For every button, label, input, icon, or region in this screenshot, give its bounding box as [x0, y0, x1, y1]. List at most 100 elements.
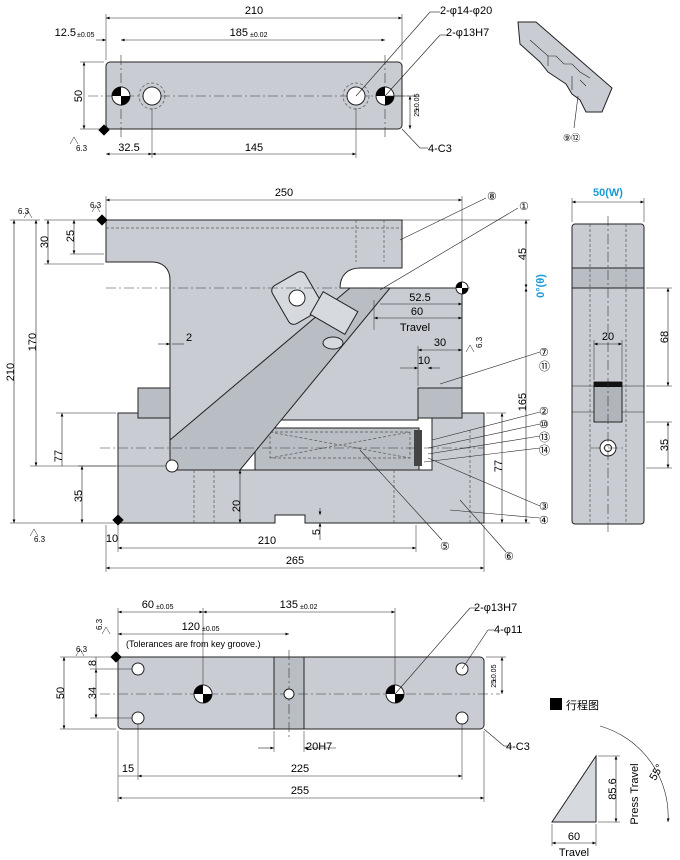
dim-side-w: (W): [605, 187, 623, 199]
callout-top-cbore: 2-φ14-φ20: [440, 5, 492, 17]
dim-top-185-tol: ±0.02: [250, 32, 268, 39]
callout-top-4c3: 4-C3: [428, 143, 452, 155]
bolt-hole: [131, 711, 145, 725]
balloon-2: ②: [539, 406, 549, 418]
dim-front-265: 265: [286, 555, 304, 567]
balloon-8: ⑧: [487, 191, 497, 203]
dim-bottom-225: 225: [291, 763, 309, 775]
balloon-1: ①: [519, 201, 529, 213]
bolt-hole: [131, 662, 145, 676]
dim-side-50: 50(W): [593, 187, 623, 199]
dim-front-20: 20: [231, 500, 243, 512]
stroke-travel-value: 60: [568, 831, 580, 843]
dim-bottom-255: 255: [291, 785, 309, 797]
bolt-hole: [455, 711, 469, 725]
dim-top-210: 210: [245, 5, 263, 17]
dim-front-5: 5: [311, 529, 323, 535]
front-view: 250 6.3 6.3 30 25 45 52.5 60 Travel 0°(θ…: [5, 187, 550, 572]
dim-bottom-25: 25: [491, 680, 498, 688]
dim-bottom-60: 60: [142, 599, 154, 611]
roughness-front-4: 6.3: [34, 535, 46, 544]
dim-front-10: 10: [418, 355, 430, 367]
detail-balloons: ⑨⑫: [563, 133, 580, 143]
stroke-angle: 55°: [648, 762, 667, 782]
roughness-bottom-1: 6.3: [95, 618, 104, 630]
dim-bottom-20h7: 20H7: [306, 741, 332, 753]
dim-top-50: 50: [73, 90, 85, 102]
dim-side-35: 35: [659, 439, 671, 451]
callout-bottom-4c3: 4-C3: [506, 741, 530, 753]
roughness-front-3: 6.3: [475, 336, 484, 348]
dim-bottom-60-tol: ±0.05: [156, 604, 174, 611]
dowel-mark: [111, 86, 131, 106]
dim-bottom-25-tol: ±0.05: [491, 664, 498, 682]
dim-front-30: 30: [39, 236, 51, 248]
lock-handle: [271, 271, 359, 350]
dowel-mark: [193, 684, 213, 704]
balloon-5: ⑤: [440, 541, 450, 553]
dim-front-45: 45: [517, 248, 529, 260]
dim-front-210-v: 210: [5, 363, 17, 381]
bottom-view: 60 ±0.05 135 ±0.02 120 ±0.05 (Tolerances…: [55, 599, 530, 802]
roughness-front-2: 6.3: [18, 207, 30, 216]
dim-top-12-5-tol: ±0.05: [77, 32, 95, 39]
balloon-7: ⑦: [539, 347, 549, 359]
stroke-press-value: 85.6: [607, 778, 619, 799]
stroke-triangle: [551, 754, 597, 823]
dim-front-210-h: 210: [258, 535, 276, 547]
dim-front-77-right: 77: [493, 460, 505, 472]
dim-bottom-34: 34: [87, 687, 99, 699]
dim-top-145: 145: [245, 142, 263, 154]
balloon-4: ④: [539, 515, 549, 527]
note-tolerance-from-key: (Tolerances are from key groove.): [126, 639, 261, 649]
dim-front-10b: 10: [106, 533, 118, 545]
dim-front-30b: 30: [434, 337, 446, 349]
label-front-angle: 0°(θ): [535, 274, 547, 298]
legend-square: [550, 698, 562, 710]
dim-front-35: 35: [73, 490, 85, 502]
dim-bottom-135: 135: [280, 599, 298, 611]
dim-top-185: 185: [230, 27, 248, 39]
stroke-press-label: Press Travel: [629, 763, 641, 824]
dim-top-25: 25: [414, 109, 421, 117]
dim-bottom-15: 15: [122, 763, 134, 775]
dim-front-2: 2: [186, 332, 192, 344]
counterbore-hole: [142, 86, 162, 106]
dim-bottom-120: 120: [182, 621, 200, 633]
stroke-diagram-title: 行程图: [566, 699, 599, 712]
dim-bottom-50: 50: [55, 687, 67, 699]
side-view: 50(W) 68 20 35: [571, 187, 672, 532]
dim-bottom-8: 8: [87, 660, 99, 666]
callout-top-h7: 2-φ13H7: [446, 27, 489, 39]
dim-side-20: 20: [602, 331, 614, 343]
roughness-bottom-2: 6.3: [76, 645, 88, 654]
dim-front-250: 250: [275, 187, 293, 199]
stroke-travel-label: Travel: [559, 847, 589, 859]
dim-front-165: 165: [517, 393, 529, 411]
callout-bottom-h7: 2-φ13H7: [474, 602, 517, 614]
balloon-10: ⑩: [539, 419, 549, 431]
roughness-front-1: 6.3: [90, 201, 102, 210]
dim-side-50-value: 50: [593, 187, 605, 199]
dim-bottom-135-tol: ±0.02: [300, 604, 318, 611]
stroke-diagram: 行程图 60 Travel 85.6 Press Travel 55°: [550, 698, 670, 859]
dim-front-170: 170: [27, 333, 39, 351]
label-front-travel: Travel: [400, 322, 430, 334]
dim-front-25: 25: [65, 230, 77, 242]
dim-top-25-tol: ±0.05: [414, 93, 421, 111]
balloon-13: ⑬: [539, 431, 550, 444]
dim-top-12-5: 12.5: [55, 27, 76, 39]
dim-front-52-5: 52.5: [409, 292, 430, 304]
balloon-11: ⑪: [539, 360, 550, 373]
dowel-mark: [455, 281, 469, 295]
detail-view: ⑨⑫: [517, 21, 613, 143]
dim-front-60: 60: [411, 306, 423, 318]
dim-front-77-left: 77: [53, 450, 65, 462]
dim-top-32-5: 32.5: [118, 142, 139, 154]
balloon-6: ⑥: [504, 551, 514, 563]
top-view: 210 185 ±0.02 12.5 ±0.05 50 32.5 145 25 …: [55, 5, 492, 158]
dim-side-68: 68: [659, 331, 671, 343]
balloon-14: ⑭: [539, 444, 550, 457]
balloon-3: ③: [539, 501, 549, 513]
